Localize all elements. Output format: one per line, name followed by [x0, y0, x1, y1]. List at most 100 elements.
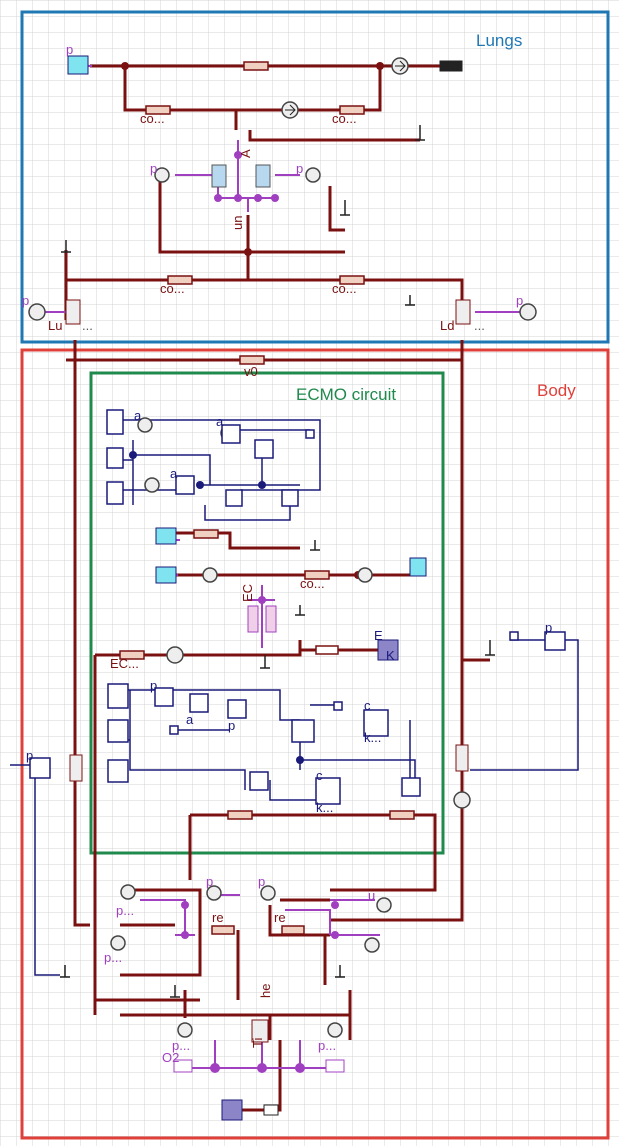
pump-icon[interactable] — [454, 792, 470, 808]
label-p: p — [258, 874, 265, 889]
switch-block[interactable] — [292, 720, 314, 742]
gain-block[interactable] — [176, 476, 194, 494]
label-ld: Ld — [440, 318, 454, 333]
label-p: p — [66, 42, 73, 57]
pump-icon[interactable] — [178, 1023, 192, 1037]
resistance-element[interactable] — [194, 530, 218, 538]
pump-icon[interactable] — [29, 304, 45, 320]
gas-junction — [271, 194, 279, 202]
label-c: c — [316, 768, 323, 783]
label-p: p... — [172, 1038, 190, 1053]
source-block[interactable] — [107, 448, 123, 468]
body-label: Body — [537, 381, 576, 400]
label-a: a — [170, 466, 178, 481]
pressure-port[interactable] — [68, 56, 88, 74]
source-block[interactable] — [107, 410, 123, 434]
resistance-element[interactable] — [282, 926, 304, 934]
math-block[interactable] — [255, 440, 273, 458]
gas-junction — [295, 1063, 305, 1073]
pump-icon[interactable] — [392, 58, 408, 74]
gas-junction — [254, 194, 262, 202]
pump-icon[interactable] — [328, 1023, 342, 1037]
label-v0: v0 — [244, 364, 258, 379]
signal-junction — [129, 451, 137, 459]
resistance-element[interactable] — [240, 356, 264, 364]
resistance-element[interactable] — [228, 811, 252, 819]
math-block[interactable] — [282, 490, 298, 506]
resistance-element[interactable] — [316, 646, 338, 654]
math-block[interactable] — [226, 490, 242, 506]
output-block[interactable] — [510, 632, 518, 640]
signal-junction — [196, 481, 204, 489]
pump-icon[interactable] — [365, 938, 379, 952]
heater-block[interactable] — [222, 1100, 242, 1120]
label-u: u — [368, 888, 375, 903]
label-p: p... — [318, 1038, 336, 1053]
lung-compartment-lu[interactable] — [66, 300, 80, 324]
oxygenator-element[interactable] — [248, 606, 258, 632]
label-a: a — [216, 414, 224, 429]
pump-icon[interactable] — [358, 568, 372, 582]
gas-junction — [181, 901, 189, 909]
math-block[interactable] — [190, 694, 208, 712]
signal-junction — [296, 756, 304, 764]
label-p: p — [150, 161, 157, 176]
outlet-port[interactable] — [440, 61, 462, 71]
arterial-compartment[interactable] — [70, 755, 82, 781]
pump-icon[interactable] — [145, 478, 159, 492]
resistance-element[interactable] — [244, 62, 268, 70]
output-block[interactable] — [170, 726, 178, 734]
math-block[interactable] — [155, 688, 173, 706]
output-block[interactable] — [334, 702, 342, 710]
label-a: a — [134, 408, 142, 423]
gas-junction — [181, 931, 189, 939]
gas-source-block[interactable] — [326, 1060, 344, 1072]
alveolar-compartment[interactable] — [256, 165, 270, 187]
label-p: p — [22, 293, 29, 308]
label-re: re — [212, 910, 224, 925]
source-block[interactable] — [108, 760, 128, 782]
label-co: co... — [140, 111, 165, 126]
source-block[interactable] — [108, 684, 128, 708]
blood-junction — [244, 248, 252, 256]
pressure-port[interactable] — [156, 528, 176, 544]
gas-junction — [214, 194, 222, 202]
label-p: p — [516, 293, 523, 308]
math-block[interactable] — [250, 772, 268, 790]
label-dots: ... — [82, 318, 93, 333]
resistance-element[interactable] — [212, 926, 234, 934]
pump-icon[interactable] — [377, 898, 391, 912]
venous-compartment[interactable] — [456, 745, 468, 771]
lung-compartment-ld[interactable] — [456, 300, 470, 324]
outlet-port[interactable] — [264, 1105, 278, 1115]
pump-icon[interactable] — [282, 102, 298, 118]
label-dots: ... — [474, 318, 485, 333]
label-p: p — [206, 874, 213, 889]
label-ti: Ti — [250, 1038, 265, 1048]
pump-icon[interactable] — [111, 936, 125, 950]
math-block[interactable] — [222, 425, 240, 443]
label-p: p — [150, 678, 157, 693]
gas-junction — [331, 901, 339, 909]
label-lu: Lu — [48, 318, 62, 333]
output-block[interactable] — [306, 430, 314, 438]
oxygenator-element[interactable] — [266, 606, 276, 632]
gas-junction — [234, 194, 242, 202]
alveolar-compartment[interactable] — [212, 165, 226, 187]
blood-junction — [121, 62, 129, 70]
gas-junction — [331, 931, 339, 939]
pump-icon[interactable] — [121, 885, 135, 899]
label-co: co... — [332, 111, 357, 126]
math-block[interactable] — [228, 700, 246, 718]
pump-icon[interactable] — [203, 568, 217, 582]
resistance-element[interactable] — [390, 811, 414, 819]
source-block[interactable] — [108, 720, 128, 742]
label-ec: EC — [240, 584, 255, 602]
source-block[interactable] — [107, 482, 123, 504]
label-p: p... — [104, 950, 122, 965]
pump-icon[interactable] — [306, 168, 320, 182]
pump-icon[interactable] — [167, 647, 183, 663]
pressure-port[interactable] — [156, 567, 176, 583]
pressure-port[interactable] — [410, 558, 426, 576]
math-block[interactable] — [402, 778, 420, 796]
